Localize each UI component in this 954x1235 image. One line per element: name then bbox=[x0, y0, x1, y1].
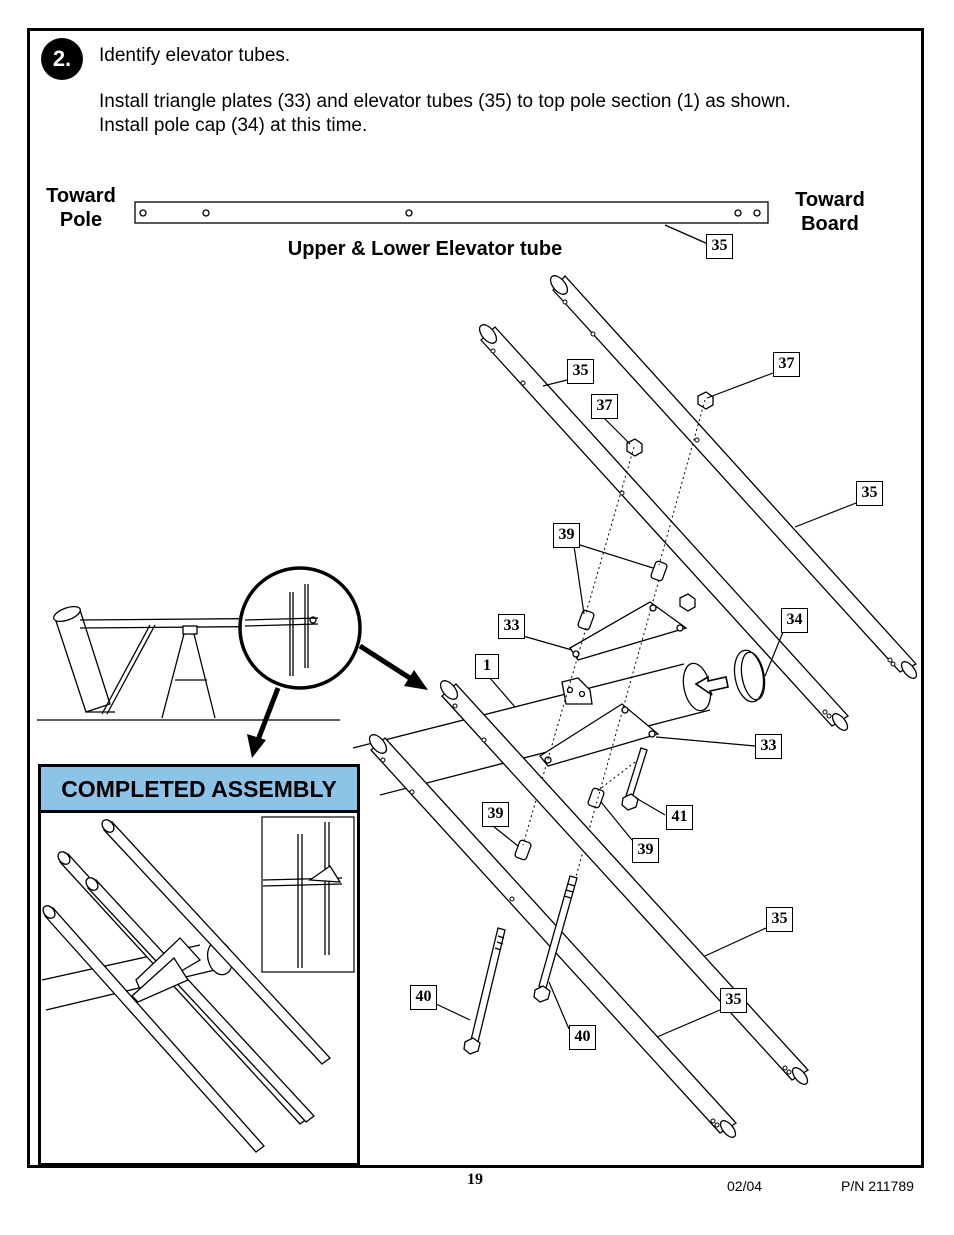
lock-nuts bbox=[626, 391, 714, 612]
callout-34: 34 bbox=[781, 608, 808, 633]
completed-assembly-box: COMPLETED ASSEMBLY bbox=[38, 764, 360, 1166]
spacers bbox=[514, 560, 668, 861]
instruction-install-plates: Install triangle plates (33) and elevato… bbox=[99, 91, 791, 112]
step-number-badge: 2. bbox=[41, 38, 83, 80]
callout-1: 1 bbox=[475, 654, 499, 679]
arrow-head-down bbox=[247, 734, 266, 758]
arrow-head-right bbox=[404, 670, 428, 690]
callout-35-lower-b: 35 bbox=[720, 988, 747, 1013]
bolts bbox=[463, 747, 648, 1055]
toward-pole-line2: Pole bbox=[59, 209, 103, 231]
callout-37-a: 37 bbox=[773, 352, 800, 377]
completed-assembly-drawing bbox=[41, 816, 355, 1153]
callout-35-upper-a: 35 bbox=[567, 359, 594, 384]
callout-33-a: 33 bbox=[498, 614, 525, 639]
tube-holes bbox=[490, 299, 896, 719]
triangle-plate-lower bbox=[539, 703, 660, 767]
callout-39-a: 39 bbox=[553, 523, 580, 548]
page-number: 19 bbox=[467, 1171, 483, 1188]
direction-arrows bbox=[255, 643, 418, 741]
lower-tube-holes bbox=[380, 703, 792, 1128]
detail-circle-icon bbox=[238, 566, 362, 690]
alignment-lines bbox=[522, 399, 706, 881]
callout-41: 41 bbox=[666, 805, 693, 830]
callout-35-right: 35 bbox=[856, 481, 883, 506]
callout-39-b: 39 bbox=[482, 802, 509, 827]
toward-board-line2: Board bbox=[801, 213, 859, 235]
goal-overview-drawing bbox=[37, 605, 340, 721]
callout-40-a: 40 bbox=[410, 985, 437, 1010]
pole-bracket bbox=[561, 677, 593, 705]
revision-date: 02/04 bbox=[727, 1178, 763, 1194]
page-frame bbox=[27, 28, 924, 1168]
elevator-tube-caption: Upper & Lower Elevator tube bbox=[287, 238, 563, 260]
elevator-tube-upper-pair bbox=[478, 275, 918, 731]
toward-pole-label: Toward Pole bbox=[40, 184, 122, 232]
callout-37-b: 37 bbox=[591, 394, 618, 419]
tube-identification-drawing bbox=[134, 201, 769, 245]
callout-35-tube-diagram: 35 bbox=[706, 234, 733, 259]
toward-board-line1: Toward bbox=[795, 189, 865, 211]
pole-cap-icon bbox=[694, 649, 766, 703]
leader-lines bbox=[433, 372, 857, 1038]
toward-board-label: Toward Board bbox=[788, 188, 872, 236]
callout-33-b: 33 bbox=[755, 734, 782, 759]
instruction-install-cap: Install pole cap (34) at this time. bbox=[99, 115, 368, 136]
instruction-identify: Identify elevator tubes. bbox=[99, 45, 291, 66]
callout-39-c: 39 bbox=[632, 838, 659, 863]
callout-35-lower-a: 35 bbox=[766, 907, 793, 932]
toward-pole-line1: Toward bbox=[46, 185, 116, 207]
part-number: P/N 211789 bbox=[841, 1178, 914, 1194]
completed-assembly-title: COMPLETED ASSEMBLY bbox=[41, 767, 357, 813]
triangle-plate-upper bbox=[569, 601, 688, 661]
callout-40-b: 40 bbox=[569, 1025, 596, 1050]
